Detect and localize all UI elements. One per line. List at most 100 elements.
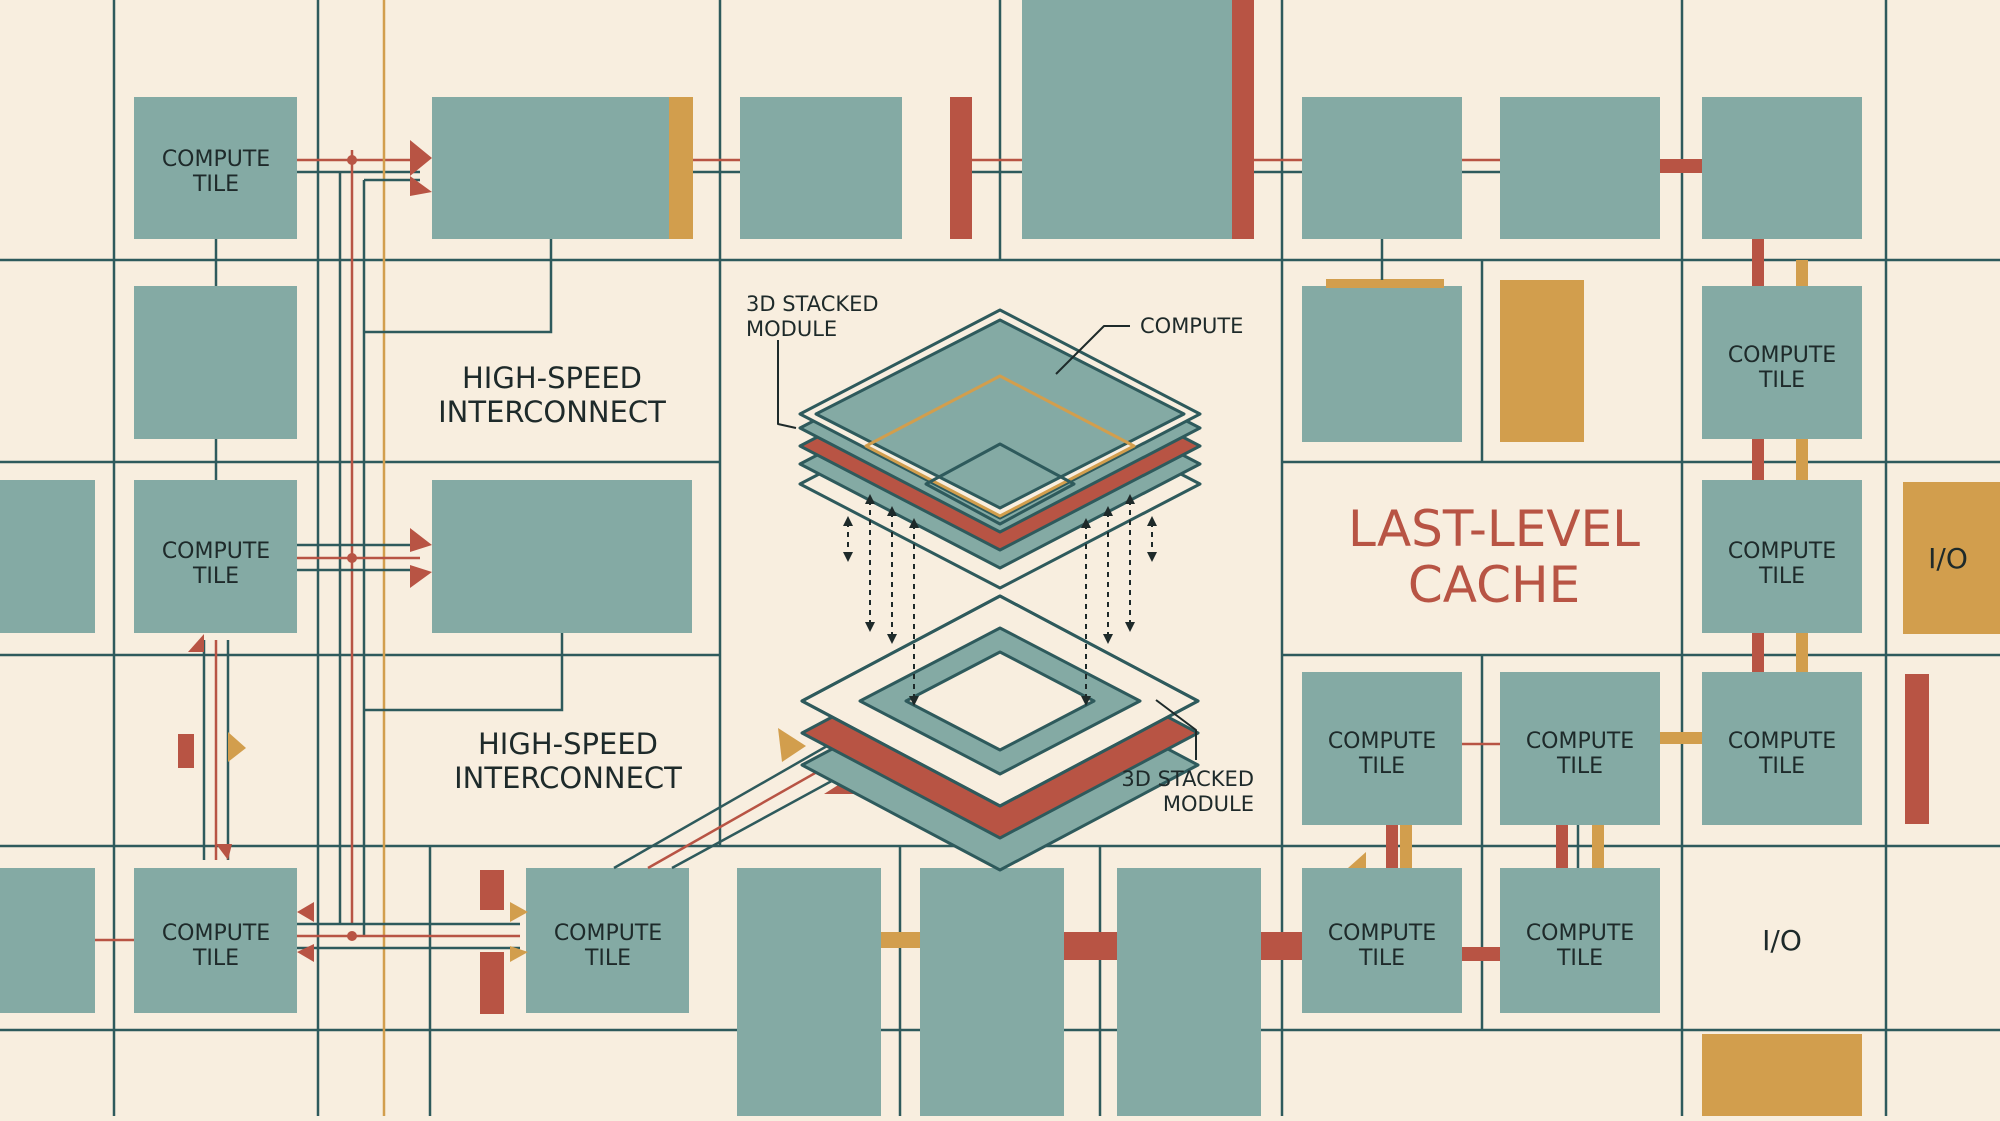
tile-compute-r3c1 (134, 480, 297, 633)
tile-edge-left-mid (0, 480, 95, 633)
tiles (0, 0, 1862, 1116)
tile-block-tall-top (1022, 0, 1240, 239)
tile-compute-r5c4 (1302, 868, 1462, 1013)
compute-layer-label: COMPUTE (1140, 314, 1243, 338)
tile-block-r2c1 (134, 286, 297, 439)
arrow-up-left (188, 634, 204, 652)
interconnect-label-top-l1: HIGH-SPEED (462, 361, 642, 395)
gold-bar-r1c2 (669, 97, 693, 239)
red-bar-r1c3 (950, 97, 972, 239)
tile-compute-r1c1 (134, 97, 297, 239)
tile-label-r4c5-l1: COMPUTE (1526, 729, 1634, 754)
tile-label-r3c1-l2: TILE (192, 564, 239, 589)
tile-compute-r3c7 (1702, 480, 1862, 633)
arrow-bottom-right-b (510, 946, 528, 962)
interconnect-label-bottom-l1: HIGH-SPEED (478, 727, 658, 761)
layer-bottom-ring-hole (904, 650, 1096, 752)
io-gold-block (1903, 482, 2000, 634)
connectors (95, 0, 1808, 1116)
arrow-top-right-b (410, 176, 432, 196)
tile-label-r2c7-l2: TILE (1758, 368, 1805, 393)
tile-label-r4c7-l2: TILE (1758, 754, 1805, 779)
tile-compute-r2c7 (1702, 286, 1862, 439)
leader-stacked-bottom (1155, 699, 1197, 760)
tile-label-r4c4-l1: COMPUTE (1328, 729, 1436, 754)
tile-label-r5c2-l1: COMPUTE (554, 921, 662, 946)
tile-label-r1c1-l2: TILE (192, 172, 239, 197)
tile-compute-r4c7 (1702, 672, 1862, 825)
arrow-mid-right-b (410, 565, 432, 588)
arrow-up-right (1348, 852, 1366, 868)
tsv-connectors (847, 500, 1153, 700)
tile-block-r1c2 (432, 97, 672, 239)
arrow-gold-left (228, 732, 246, 762)
text-labels: COMPUTE TILE COMPUTE TILE COMPUTE TILE C… (162, 147, 1968, 971)
layer-bottom-top-ring (800, 594, 1200, 808)
tile-label-r4c5-l2: TILE (1556, 754, 1603, 779)
tile-label-r1c1-l1: COMPUTE (162, 147, 270, 172)
stacked-label-top-l1: 3D STACKED (746, 292, 879, 316)
tile-block-tall-b3 (1117, 868, 1261, 1116)
accent-bars (480, 0, 2000, 1116)
gold-strip-r2c4 (1326, 279, 1444, 288)
tile-label-r4c4-l2: TILE (1358, 754, 1405, 779)
gold-block-bottom-right (1702, 1034, 1862, 1116)
layer-top-compute (814, 318, 1186, 510)
layer-top-inner-frame (924, 442, 1076, 526)
tile-block-r1c7 (1702, 97, 1862, 239)
tile-label-r3c1-l1: COMPUTE (162, 539, 270, 564)
io-label-bottom: I/O (1762, 924, 1802, 957)
red-bar-left-b (480, 952, 504, 1014)
tile-block-r1c6 (1500, 97, 1660, 239)
gold-block-r2c5 (1500, 280, 1584, 442)
stacked-label-top-l2: MODULE (746, 317, 837, 341)
leader-stacked-top (777, 340, 797, 429)
tile-block-r2c4 (1302, 286, 1462, 442)
cache-label-l1: LAST-LEVEL (1348, 500, 1640, 558)
arrow-diag-gold (778, 728, 806, 762)
red-bar-left-a (480, 870, 504, 910)
arrow-top-right-a (410, 140, 432, 176)
red-bar-right-edge (1905, 674, 1929, 824)
tile-compute-r5c5 (1500, 868, 1660, 1013)
tile-label-r3c7-l2: TILE (1758, 564, 1805, 589)
arrow-bottom-left-b (297, 944, 314, 962)
tile-compute-r5c2 (526, 868, 689, 1013)
tile-edge-left-bottom (0, 868, 95, 1013)
tile-label-r5c5-l1: COMPUTE (1526, 921, 1634, 946)
stacked-label-bottom-l2: MODULE (1163, 792, 1254, 816)
layer-top-gold-frame (864, 374, 1136, 518)
arrow-bottom-left-a (297, 902, 314, 922)
tile-label-r5c1-l1: COMPUTE (162, 921, 270, 946)
tsv-arrowheads (843, 494, 1157, 706)
tile-compute-r4c5 (1500, 672, 1660, 825)
tile-block-r1c3 (740, 97, 902, 239)
interconnect-label-top-l2: INTERCONNECT (438, 395, 666, 429)
tile-block-tall-b1 (737, 868, 881, 1116)
io-label-right: I/O (1928, 542, 1968, 575)
tile-label-r5c4-l1: COMPUTE (1328, 921, 1436, 946)
leader-compute (1055, 325, 1130, 375)
tile-block-r3c2 (432, 480, 692, 633)
tile-label-r3c7-l1: COMPUTE (1728, 539, 1836, 564)
stacked-label-bottom-l1: 3D STACKED (1121, 767, 1254, 791)
tile-compute-r5c1 (134, 868, 297, 1013)
tile-label-r4c7-l1: COMPUTE (1728, 729, 1836, 754)
arrow-bottom-right-a (510, 902, 528, 922)
interconnect-label-bottom-l2: INTERCONNECT (454, 761, 682, 795)
cache-label-l2: CACHE (1408, 556, 1580, 614)
stacked-module-illustration (777, 308, 1202, 872)
tile-label-r5c5-l2: TILE (1556, 946, 1603, 971)
tile-label-r2c7-l1: COMPUTE (1728, 343, 1836, 368)
tile-block-r1c5 (1302, 97, 1462, 239)
red-mark-left (178, 734, 194, 768)
arrow-mid-right-a (410, 528, 432, 552)
junction-dots (347, 155, 357, 941)
red-bar-tall-top (1232, 0, 1254, 239)
arrowheads (178, 140, 1366, 962)
tile-label-r5c2-l2: TILE (584, 946, 631, 971)
arrow-down-left (216, 844, 232, 860)
